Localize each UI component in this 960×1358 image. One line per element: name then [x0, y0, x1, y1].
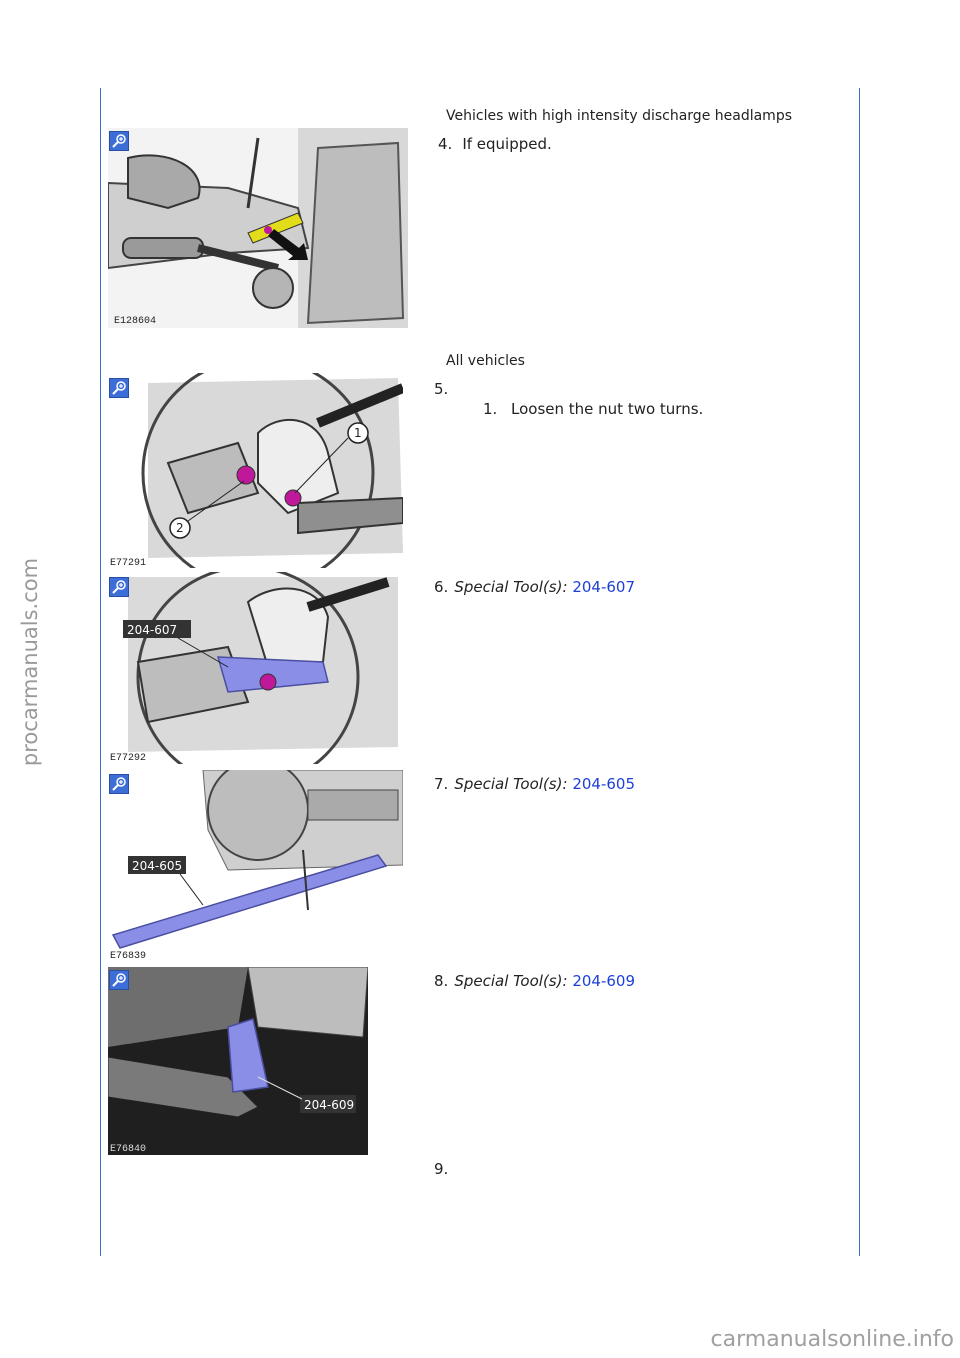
image-code-e128604: E128604 [114, 316, 156, 327]
step-6: 6. Special Tool(s): 204-607 [434, 578, 635, 596]
tool-tag: 204-605 [132, 859, 182, 873]
step-text: If equipped. [462, 135, 552, 153]
special-tools-label: Special Tool(s): [454, 972, 568, 990]
left-margin-rule [100, 88, 101, 1256]
step-4-image: E128604 [107, 128, 408, 328]
bottom-watermark: carmanualsonline.info [710, 1327, 954, 1352]
step-number: 5. [434, 380, 449, 398]
step-5: 5. [434, 380, 454, 398]
step-7-image: 204-605 E76839 [108, 759, 404, 962]
zoom-icon[interactable] [109, 131, 129, 151]
zoom-icon[interactable] [109, 378, 129, 398]
step-6-image: 204-607 E77292 [108, 565, 403, 789]
image-code-e76839: E76839 [110, 951, 146, 962]
step-number: 8. [434, 972, 449, 990]
step-number: 6. [434, 578, 449, 596]
zoom-icon[interactable] [109, 774, 129, 794]
callout-2: 2 [176, 521, 184, 535]
section-caption-hid: Vehicles with high intensity discharge h… [446, 108, 793, 124]
step-4: 4. If equipped. [438, 135, 552, 153]
step-9: 9. [434, 1160, 454, 1178]
step-7: 7. Special Tool(s): 204-605 [434, 775, 635, 793]
tool-reference-link[interactable]: 204-609 [572, 972, 635, 990]
tool-tag: 204-607 [127, 623, 177, 637]
tool-reference-link[interactable]: 204-607 [572, 578, 635, 596]
image-code-e77292: E77292 [110, 753, 146, 764]
section-caption-all: All vehicles [446, 353, 525, 369]
zoom-icon[interactable] [109, 970, 129, 990]
step-8-image: 204-609 E76840 [107, 966, 369, 1155]
substep-number: 1. [483, 400, 498, 418]
image-code-e76840: E76840 [110, 1144, 146, 1155]
step-8: 8. Special Tool(s): 204-609 [434, 972, 635, 990]
tool-tag: 204-609 [304, 1098, 354, 1112]
substep-text: Loosen the nut two turns. [511, 400, 704, 418]
step-number: 7. [434, 775, 449, 793]
right-margin-rule [859, 88, 860, 1256]
step-number: 4. [438, 135, 453, 153]
special-tools-label: Special Tool(s): [454, 775, 568, 793]
image-code-e77291: E77291 [110, 558, 146, 568]
step-5-substep-1: 1. Loosen the nut two turns. [483, 400, 703, 418]
zoom-icon[interactable] [109, 577, 129, 597]
special-tools-label: Special Tool(s): [454, 578, 568, 596]
callout-1: 1 [354, 426, 362, 440]
step-number: 9. [434, 1160, 449, 1178]
tool-reference-link[interactable]: 204-605 [572, 775, 635, 793]
side-watermark: procarmanuals.com [18, 557, 42, 767]
step-5-image: 1 2 E77291 [108, 356, 405, 590]
